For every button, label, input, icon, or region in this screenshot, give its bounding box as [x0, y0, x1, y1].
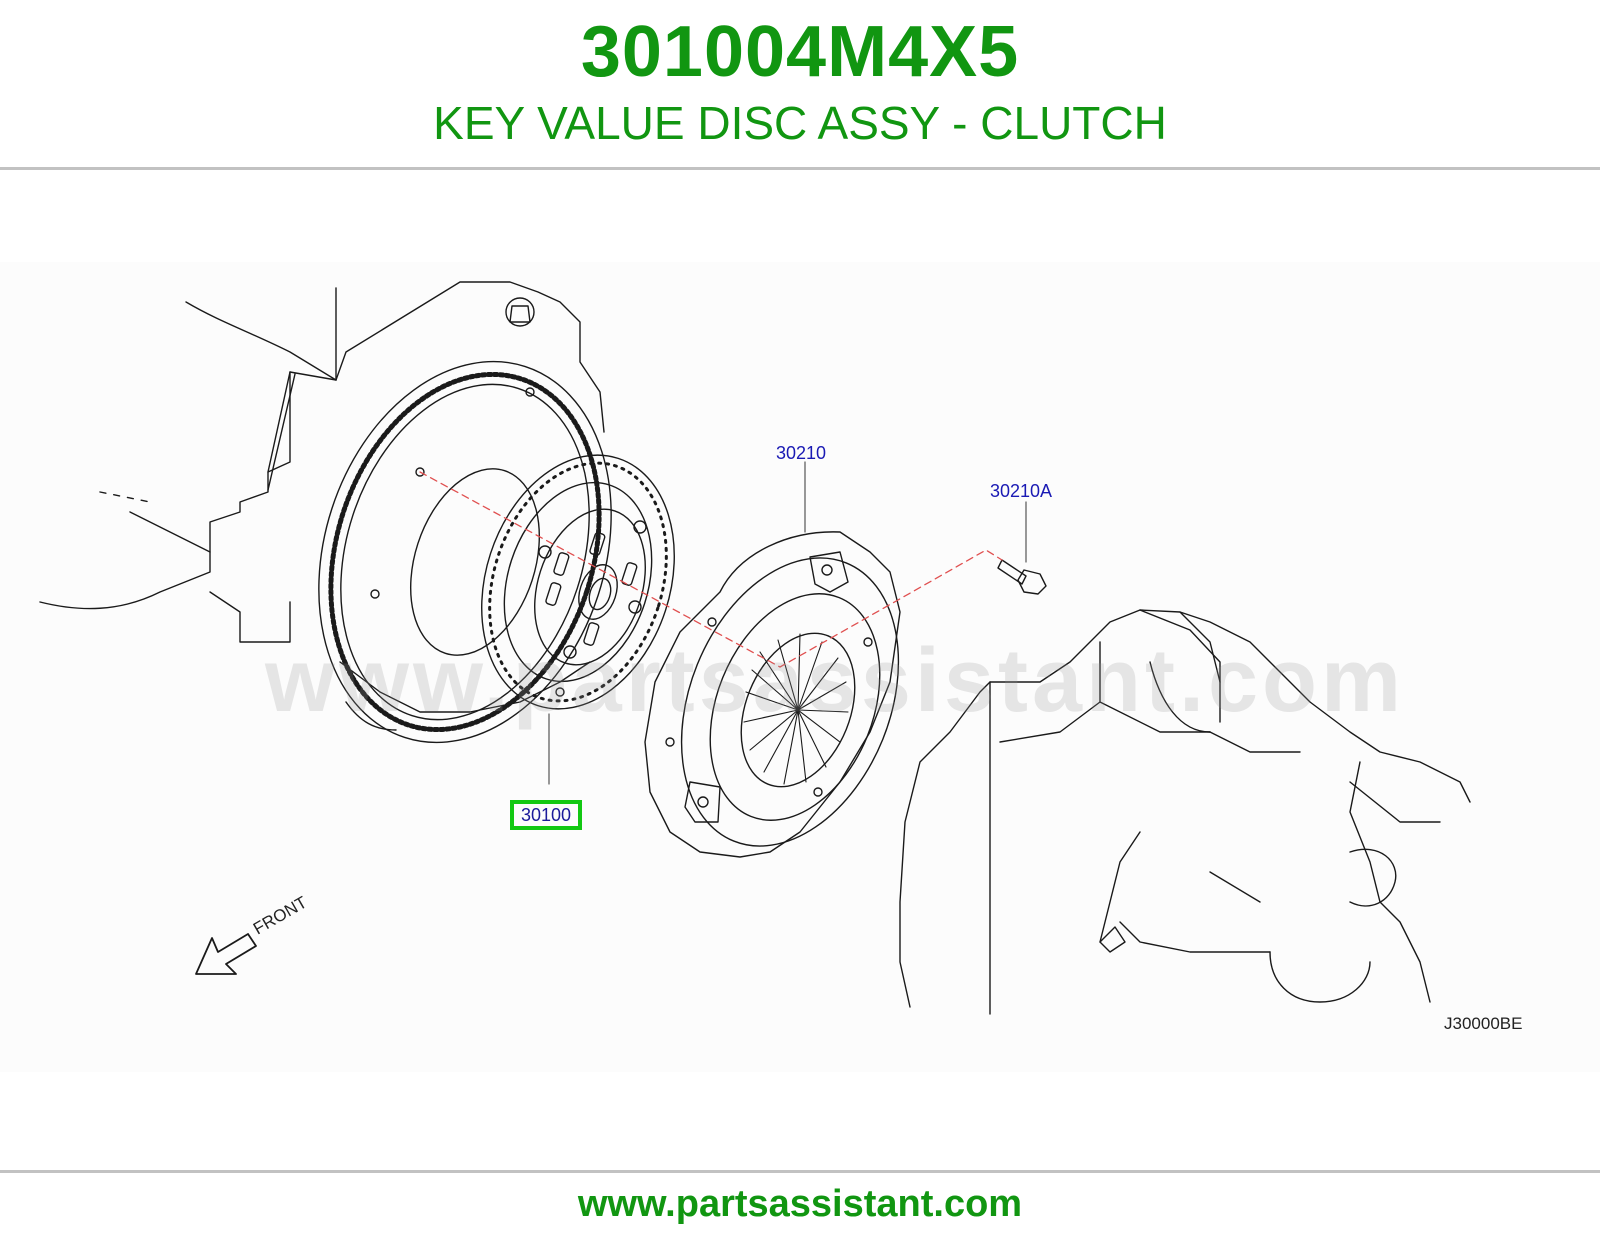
- clutch-cover: [644, 531, 901, 858]
- callout-30210[interactable]: 30210: [776, 443, 827, 463]
- callout-30100-highlighted[interactable]: 30100: [510, 800, 582, 830]
- transmission-housing: [899, 609, 1471, 1015]
- assembly-dashed-lines: [419, 471, 1003, 668]
- header: 301004M4X5 KEY VALUE DISC ASSY - CLUTCH: [0, 0, 1600, 168]
- drawing-code: J30000BE: [1444, 1014, 1523, 1033]
- flywheel: [318, 360, 612, 744]
- clutch-bolt: [997, 559, 1047, 595]
- callout-30210a[interactable]: 30210A: [990, 481, 1053, 501]
- bottom-divider: [0, 1170, 1600, 1173]
- callout-leaders: [548, 461, 1027, 785]
- watermark: www.partsassistant.com: [265, 631, 1406, 731]
- engine-block: [39, 281, 605, 643]
- diagram-drawing: [39, 281, 1471, 1015]
- front-arrow-icon: [195, 933, 257, 975]
- part-name-subtitle: KEY VALUE DISC ASSY - CLUTCH: [433, 97, 1167, 149]
- clutch-disc: [481, 454, 675, 710]
- footer-website-link[interactable]: www.partsassistant.com: [577, 1183, 1023, 1225]
- parts-diagram: www.partsassistant.com 30210 30210A 3010…: [0, 262, 1600, 1072]
- top-divider: [0, 167, 1600, 170]
- part-number-title: 301004M4X5: [580, 12, 1020, 92]
